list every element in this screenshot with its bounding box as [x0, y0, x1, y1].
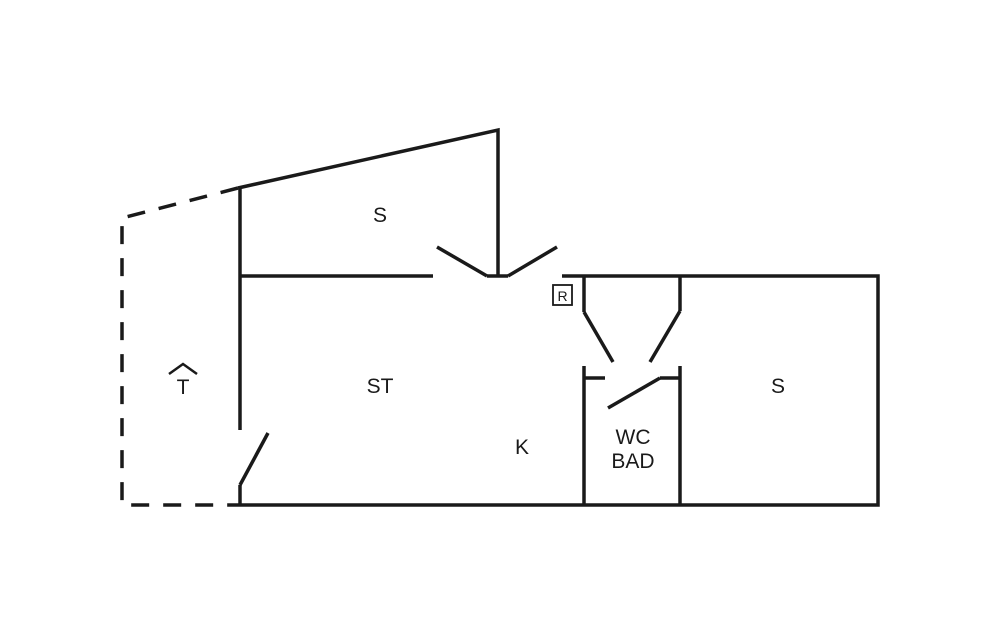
door-bedroom-top-right	[507, 245, 558, 278]
door-hall-left	[582, 311, 615, 363]
terrace-label: T	[177, 376, 190, 399]
terrace-symbol: T	[168, 362, 198, 399]
room-label-living: ST	[367, 375, 394, 398]
door-wc	[607, 376, 661, 410]
room-label-bath: BAD	[611, 450, 654, 473]
caret-icon	[168, 362, 198, 376]
room-label-wc: WC	[616, 426, 651, 449]
r-box: R	[552, 284, 573, 306]
top-slanted-wall	[237, 127, 500, 276]
room-label-kitchen: K	[515, 436, 529, 459]
door-terrace	[238, 432, 270, 486]
walls	[237, 127, 880, 507]
r-box-label: R	[557, 288, 567, 304]
terrace-outline	[120, 186, 239, 507]
room-label-bedroom-top: S	[373, 204, 387, 227]
bottom-wall	[238, 274, 880, 507]
door-hall-right	[648, 310, 682, 363]
doors	[238, 245, 682, 486]
door-bedroom-top-left	[436, 245, 488, 278]
wc-wall-right	[660, 366, 682, 505]
wc-wall-left	[582, 366, 605, 505]
room-label-bedroom-right: S	[771, 375, 785, 398]
